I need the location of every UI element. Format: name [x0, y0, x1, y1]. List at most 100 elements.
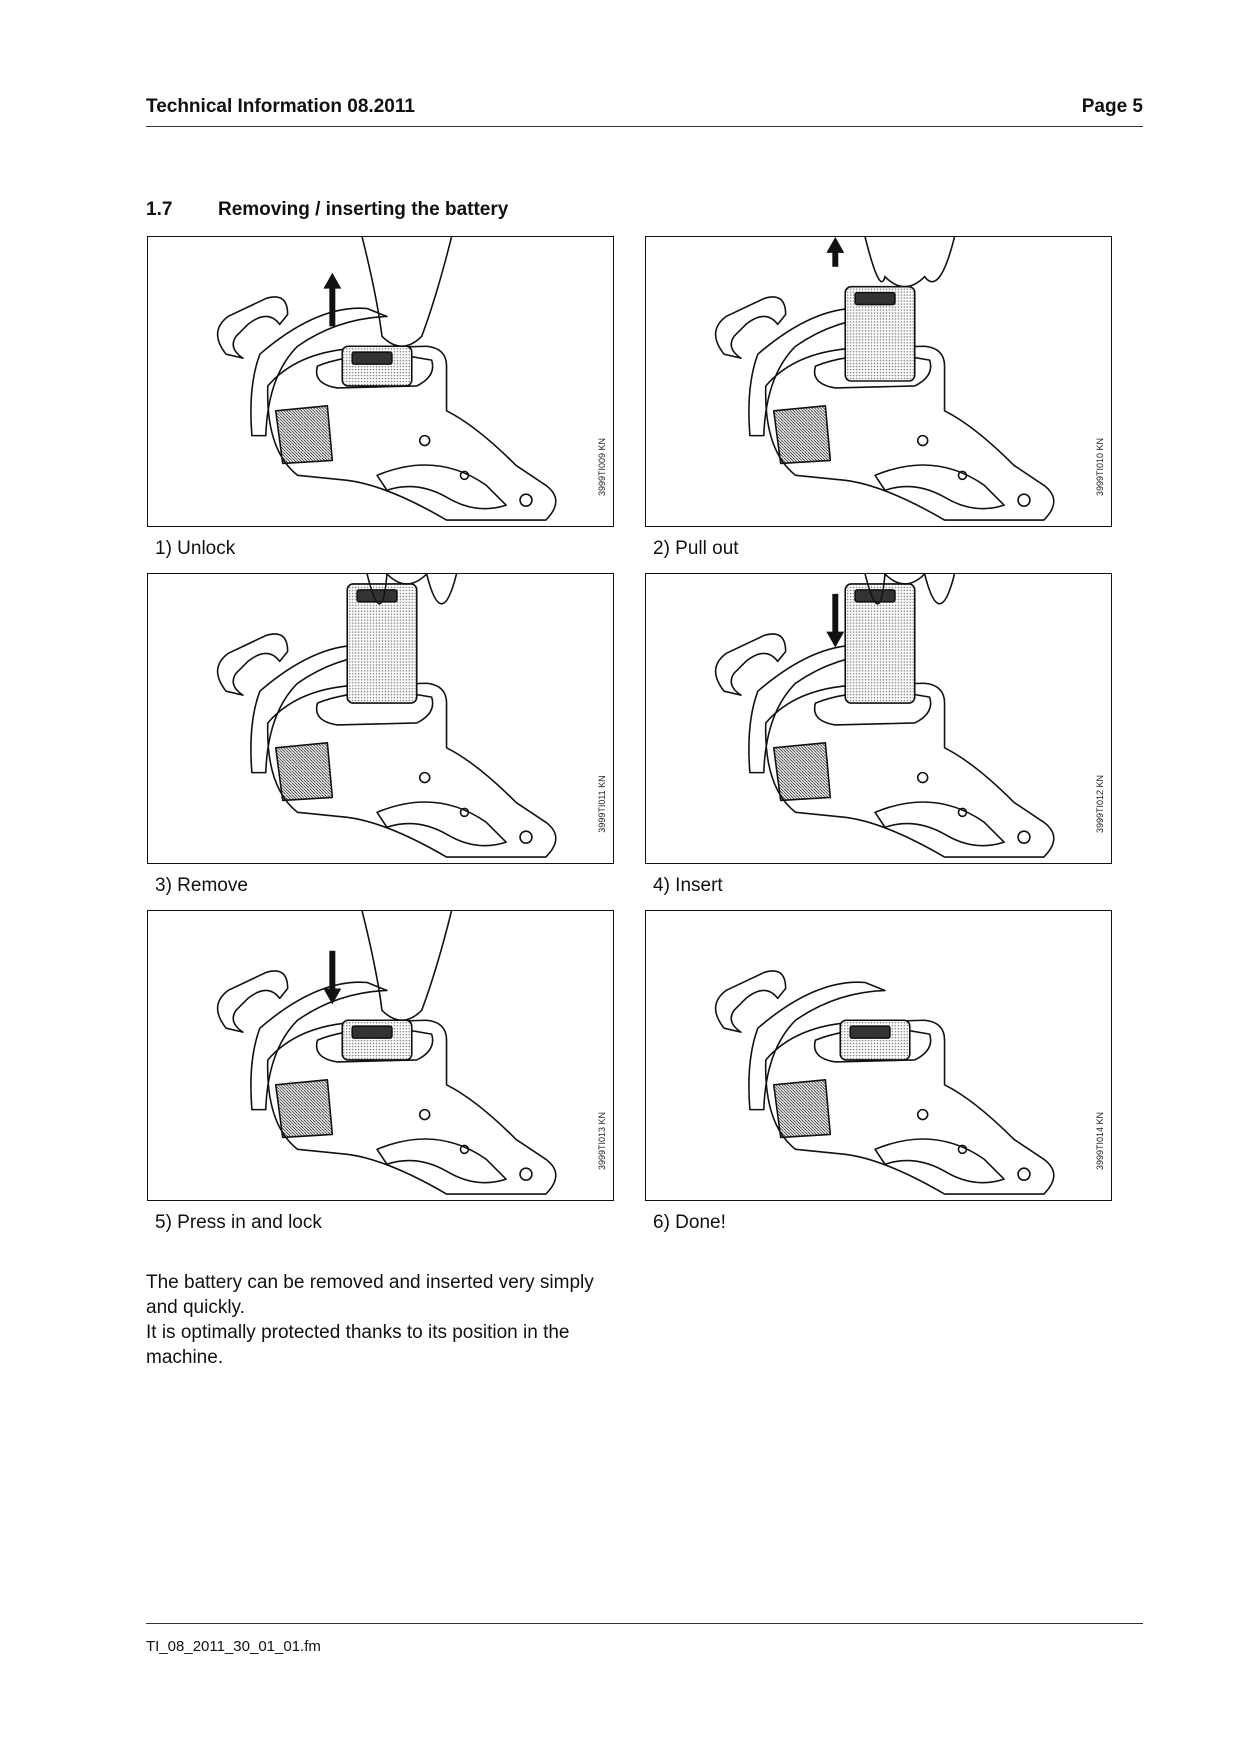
front-handle — [714, 970, 787, 1033]
battery — [346, 583, 418, 704]
rear-handle — [874, 801, 1005, 847]
figure-press-lock: 3999TI013 KN — [147, 910, 614, 1201]
figure-caption: 2) Pull out — [653, 538, 739, 559]
figure-remove: 3999TI011 KN — [147, 573, 614, 864]
figure-code: 3999TI011 KN — [597, 775, 607, 833]
screw — [957, 807, 968, 818]
saw-body — [216, 970, 557, 1195]
arrow-head — [323, 988, 342, 1005]
figure-code: 3999TI010 KN — [1095, 437, 1105, 497]
vent-grille — [274, 742, 334, 802]
chainsaw-illustration — [216, 574, 557, 858]
vent-grille — [274, 1079, 334, 1139]
arrow-down-icon — [323, 950, 342, 1005]
saw-body — [714, 296, 1055, 521]
battery-logo — [356, 589, 398, 603]
screw — [519, 493, 533, 507]
figure-code: 3999TI009 KN — [597, 437, 607, 497]
rear-handle — [874, 464, 1005, 510]
figure-done: 3999TI014 KN — [645, 910, 1112, 1201]
arrow-head — [826, 237, 845, 253]
battery — [341, 1019, 413, 1061]
figure-caption: 5) Press in and lock — [155, 1212, 322, 1233]
battery-logo — [854, 291, 896, 306]
page-header: Technical Information 08.2011 Page 5 — [146, 96, 1143, 127]
hand — [864, 237, 956, 288]
chainsaw-illustration — [714, 574, 1055, 858]
figure-code: 3999TI012 KN — [1095, 774, 1105, 834]
battery-logo — [351, 1025, 393, 1039]
paragraph: It is optimally protected thanks to its … — [146, 1322, 570, 1368]
battery-logo — [854, 589, 896, 603]
hand — [361, 237, 453, 348]
hand — [864, 574, 956, 605]
screw — [957, 470, 968, 481]
handlebar — [748, 981, 886, 1111]
vent-grille — [772, 1079, 832, 1139]
hand — [361, 911, 453, 1022]
screw — [459, 470, 470, 481]
figure-insert: 3999TI012 KN — [645, 573, 1112, 864]
figure-caption: 6) Done! — [653, 1212, 726, 1233]
screw — [916, 1108, 929, 1121]
figure-code: 3999TI013 KN — [597, 1111, 607, 1171]
document-title: Technical Information 08.2011 — [146, 96, 415, 117]
screw — [519, 1167, 533, 1181]
handlebar — [748, 307, 886, 437]
chainsaw-illustration — [714, 237, 1055, 521]
screw — [459, 807, 470, 818]
chainsaw-illustration — [216, 911, 557, 1195]
figure-caption: 1) Unlock — [155, 538, 236, 559]
vent-grille — [772, 405, 832, 465]
arrow-up-icon — [826, 237, 845, 267]
section-number: 1.7 — [146, 199, 173, 220]
figure-caption: 4) Insert — [653, 875, 723, 896]
front-handle — [216, 633, 289, 696]
screw — [916, 434, 929, 447]
figure-code: 3999TI014 KN — [1095, 1111, 1105, 1171]
front-handle — [216, 296, 289, 359]
paragraph: The battery can be removed and inserted … — [146, 1272, 594, 1318]
front-handle — [216, 970, 289, 1033]
screw — [1017, 830, 1031, 844]
front-handle — [714, 296, 787, 359]
chainsaw-illustration — [714, 970, 1055, 1195]
rear-handle — [376, 464, 507, 510]
front-handle — [714, 633, 787, 696]
screw — [957, 1144, 968, 1155]
arrow-up-icon — [323, 272, 342, 327]
arrow-head — [323, 272, 342, 289]
section-title: Removing / inserting the battery — [218, 199, 509, 220]
battery-pack — [844, 285, 916, 382]
battery — [839, 1019, 911, 1061]
battery — [341, 345, 413, 387]
page-footer: TI_08_2011_30_01_01.fm — [146, 1623, 1143, 1655]
battery-pack — [346, 583, 418, 704]
figure-caption: 3) Remove — [155, 875, 248, 896]
handlebar — [748, 644, 886, 774]
screw — [459, 1144, 470, 1155]
body-text: The battery can be removed and inserted … — [146, 1270, 626, 1370]
saw-body — [216, 296, 557, 521]
figure-unlock: 3999TI009 KN — [147, 236, 614, 527]
screw — [418, 771, 431, 784]
vent-grille — [772, 742, 832, 802]
footer-filename: TI_08_2011_30_01_01.fm — [146, 1638, 321, 1655]
saw-body — [714, 970, 1055, 1195]
vent-grille — [274, 405, 334, 465]
screw — [519, 830, 533, 844]
battery-logo — [351, 351, 393, 365]
rear-handle — [874, 1138, 1005, 1184]
screw — [418, 434, 431, 447]
arrow-down-icon — [826, 593, 845, 648]
rear-handle — [376, 801, 507, 847]
rear-handle — [376, 1138, 507, 1184]
battery-logo — [849, 1025, 891, 1039]
figure-pull-out: 3999TI010 KN — [645, 236, 1112, 527]
arrow-head — [826, 631, 845, 648]
page-number: Page 5 — [1081, 96, 1143, 117]
section-heading: 1.7 Removing / inserting the battery — [146, 199, 508, 221]
hand — [366, 574, 458, 605]
screw — [1017, 1167, 1031, 1181]
screw — [916, 771, 929, 784]
